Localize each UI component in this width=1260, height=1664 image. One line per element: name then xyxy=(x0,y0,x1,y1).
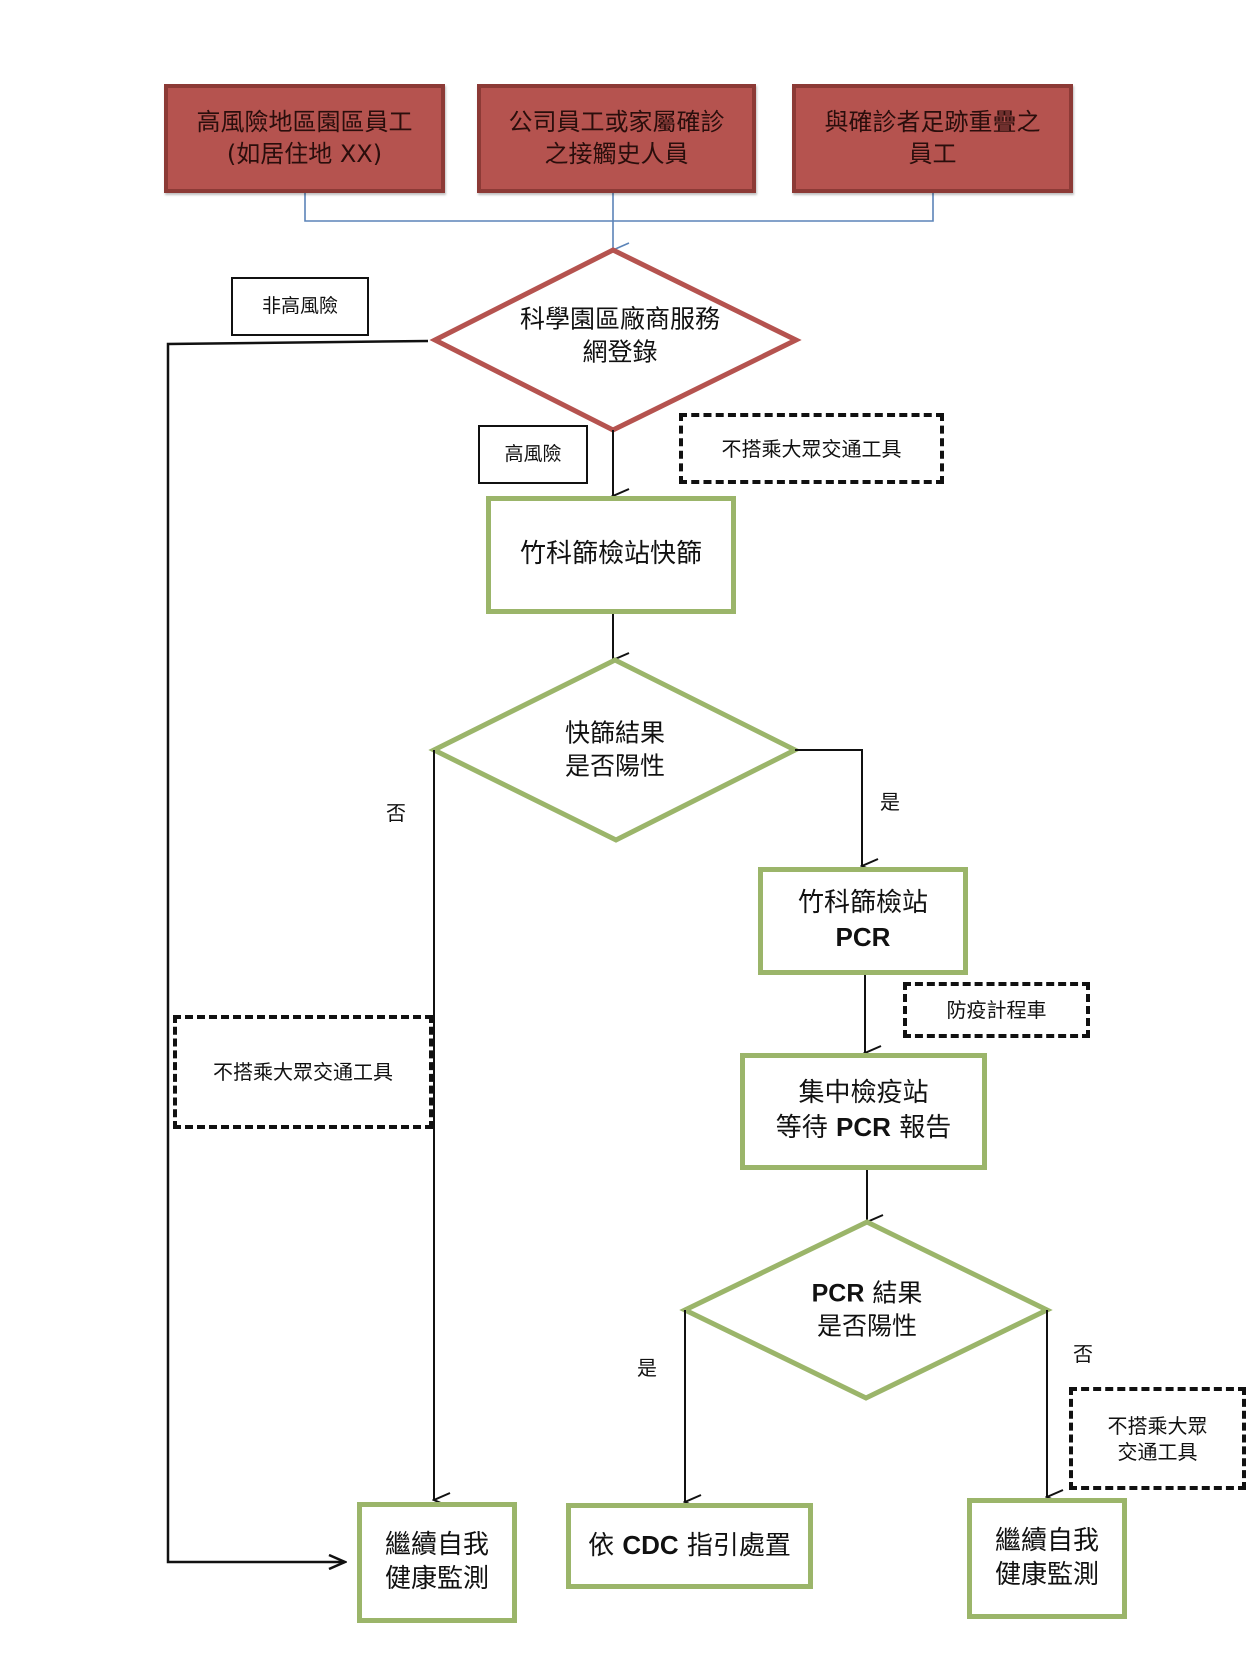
rapid-result-diamond xyxy=(428,657,801,843)
self-monitor-right-step: 繼續自我 健康監測 xyxy=(967,1498,1127,1619)
pcr-no-label: 否 xyxy=(1073,1342,1093,1366)
high-risk-label: 高風險 xyxy=(478,425,588,484)
note-no-public-transport-left: 不搭乘大眾交通工具 xyxy=(173,1015,433,1129)
cdc-guidance-step: 依 CDC 指引處置 xyxy=(566,1503,813,1589)
rapid-yes-label: 是 xyxy=(880,790,900,814)
low-risk-label: 非高風險 xyxy=(231,277,369,336)
pcr-result-text: PCR 結果 是否陽性 xyxy=(811,1278,923,1341)
note-quarantine-taxi: 防疫計程車 xyxy=(903,982,1090,1038)
self-monitor-left-step: 繼續自我 健康監測 xyxy=(357,1502,517,1623)
source-contact-history: 公司員工或家屬確診 之接觸史人員 xyxy=(477,84,756,193)
rapid-result-text: 快篩結果 是否陽性 xyxy=(564,718,666,781)
rapid-yes-arrow xyxy=(795,749,862,866)
source-footprint-overlap: 與確診者足跡重疊之 員工 xyxy=(792,84,1073,193)
source-high-risk-area: 高風險地區園區員工 (如居住地 XX) xyxy=(164,84,445,193)
low-risk-connector xyxy=(166,339,429,1562)
pcr-yes-label: 是 xyxy=(637,1356,657,1380)
registration-text: 科學園區廠商服務 網登錄 xyxy=(519,304,721,367)
pcr-station-step: 竹科篩檢站 PCR xyxy=(758,867,968,975)
rapid-screen-step: 竹科篩檢站快篩 xyxy=(486,496,736,614)
pcr-result-diamond xyxy=(679,1219,1053,1401)
note-no-public-transport-top: 不搭乘大眾交通工具 xyxy=(679,413,944,484)
merge-connector xyxy=(304,193,934,222)
quarantine-step: 集中檢疫站 等待 PCR 報告 xyxy=(740,1053,987,1170)
note-no-public-transport-right: 不搭乘大眾 交通工具 xyxy=(1069,1387,1246,1490)
rapid-no-label: 否 xyxy=(386,801,406,825)
